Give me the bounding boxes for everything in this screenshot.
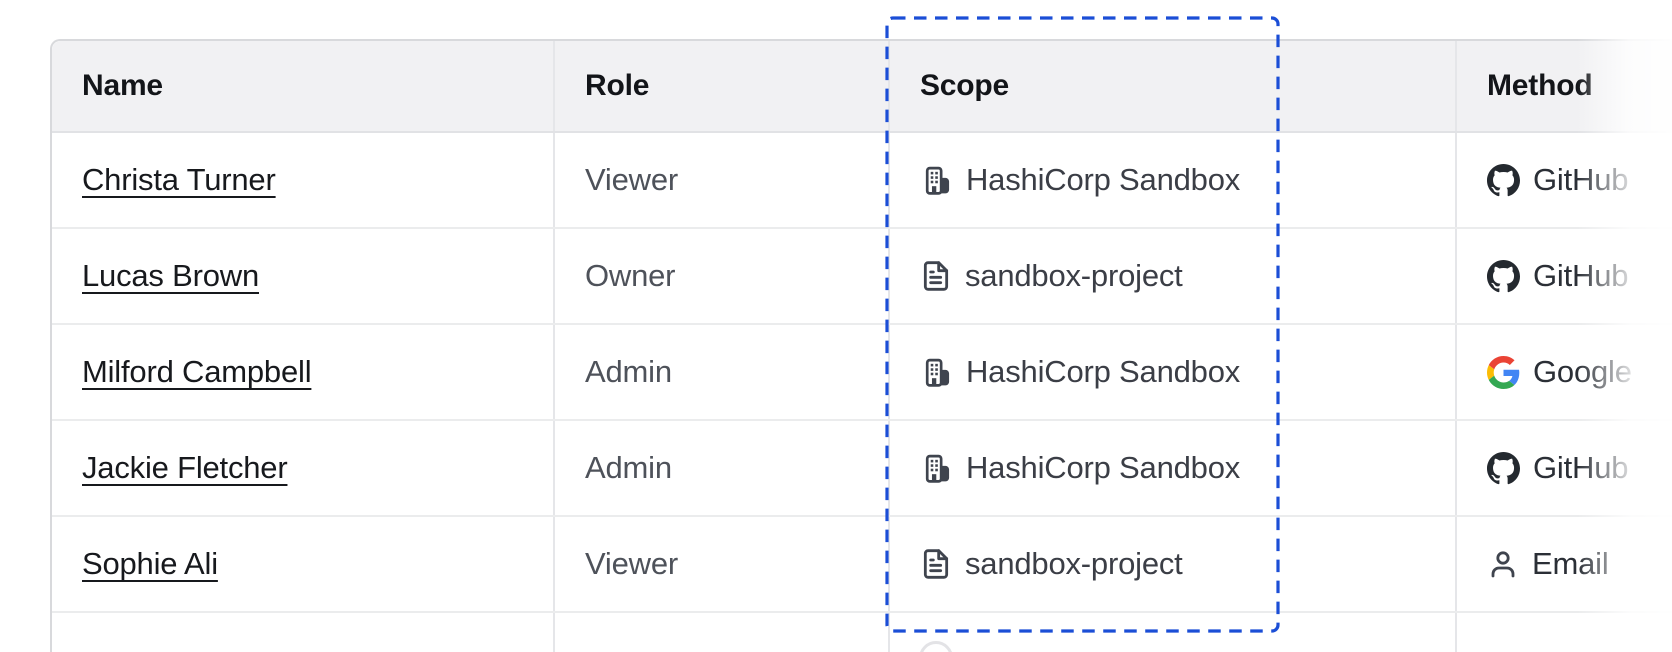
column-header-name: Name (82, 69, 163, 102)
member-name-link[interactable]: Lucas Brown (82, 258, 260, 293)
file-icon (920, 548, 952, 580)
table-row[interactable]: Milford Campbell Admin HashiCorp Sandbox… (52, 325, 1672, 421)
member-method: GitHub (1533, 162, 1629, 197)
member-method: GitHub (1533, 450, 1629, 485)
table-row[interactable]: Jackie Fletcher Admin HashiCorp Sandbox … (52, 421, 1672, 517)
member-method: Google (1533, 354, 1632, 389)
member-role: Admin (585, 450, 672, 485)
member-scope: HashiCorp Sandbox (966, 450, 1241, 485)
table-header-row: Name Role Scope Method (52, 41, 1672, 133)
member-role: Admin (585, 354, 672, 389)
column-header-role: Role (553, 41, 888, 131)
member-method: Email (1532, 546, 1609, 581)
member-scope: sandbox-project (965, 258, 1183, 293)
organization-icon (920, 356, 953, 389)
organization-icon (920, 164, 953, 197)
member-scope: sandbox-project (965, 546, 1183, 581)
member-role: Viewer (585, 162, 678, 197)
github-icon (1487, 259, 1520, 293)
organization-icon (920, 452, 953, 485)
member-name-link[interactable]: Jackie Fletcher (82, 450, 288, 485)
member-name-link[interactable]: Sophie Ali (82, 546, 218, 581)
member-scope: HashiCorp Sandbox (966, 162, 1241, 197)
github-icon (1487, 163, 1520, 197)
table-body: Christa Turner Viewer HashiCorp Sandbox … (52, 133, 1672, 613)
member-role: Viewer (585, 546, 678, 581)
file-icon (920, 260, 952, 292)
member-name-link[interactable]: Milford Campbell (82, 354, 312, 389)
column-header-method: Method (1455, 41, 1672, 131)
table-row-clipped (52, 613, 1672, 652)
google-icon (1487, 355, 1520, 389)
column-header-scope: Scope (888, 41, 1455, 131)
member-method: GitHub (1533, 258, 1629, 293)
github-icon (1487, 451, 1520, 485)
member-name-link[interactable]: Christa Turner (82, 162, 276, 197)
table-row[interactable]: Sophie Ali Viewer sandbox-project Email (52, 517, 1672, 613)
table-row[interactable]: Christa Turner Viewer HashiCorp Sandbox … (52, 133, 1672, 229)
table-row[interactable]: Lucas Brown Owner sandbox-project GitHub (52, 229, 1672, 325)
member-role: Owner (585, 258, 676, 293)
member-scope: HashiCorp Sandbox (966, 354, 1241, 389)
members-table: Name Role Scope Method Christa Turner Vi… (50, 39, 1672, 652)
person-icon (1487, 548, 1519, 580)
